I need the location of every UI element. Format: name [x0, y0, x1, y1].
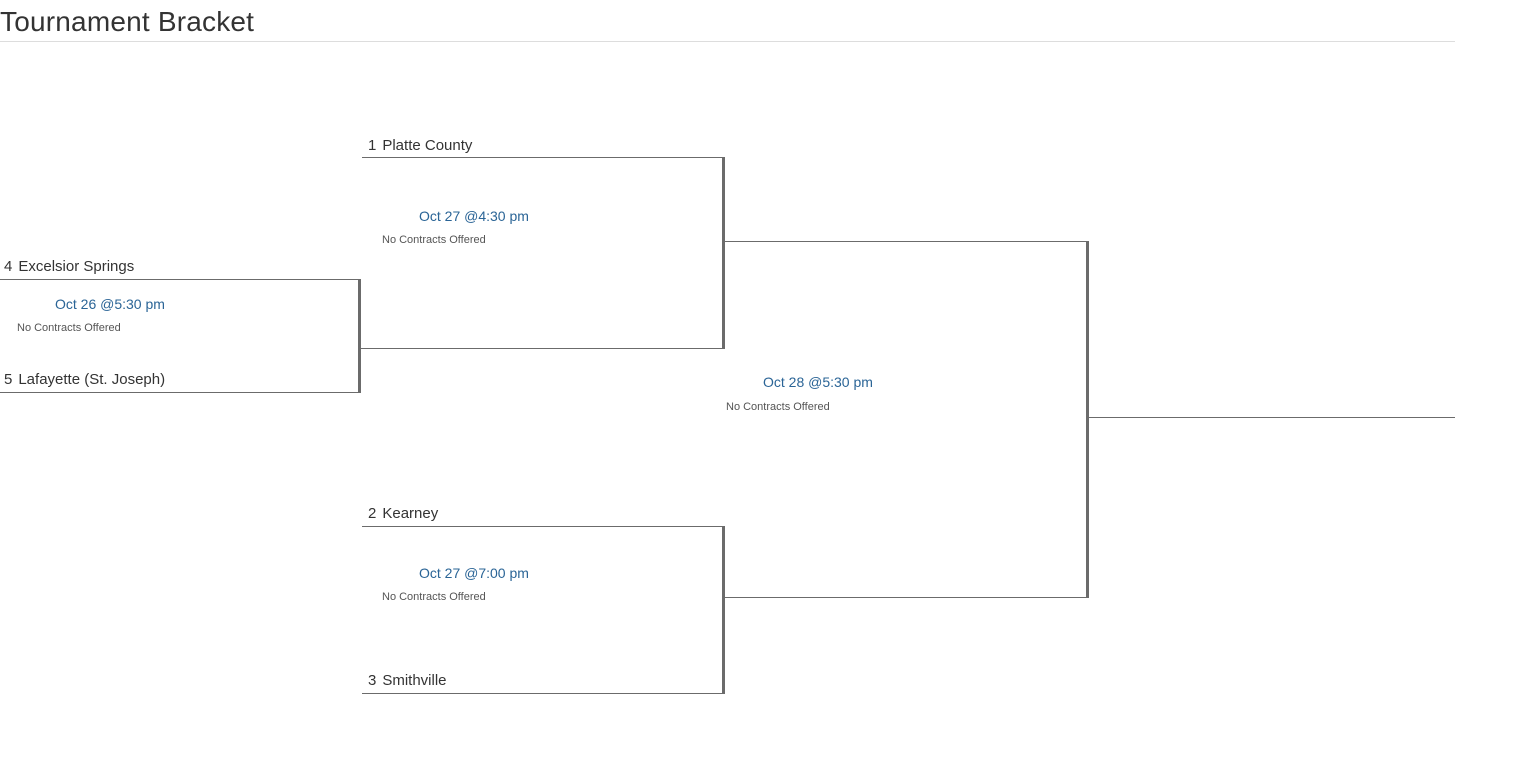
game-date-link[interactable]: Oct 28 @5:30 pm [763, 374, 873, 390]
game-date-link[interactable]: Oct 27 @7:00 pm [419, 565, 529, 581]
team-slot-excelsior-springs: 4 Excelsior Springs [4, 258, 134, 276]
team-seed: 2 [368, 505, 377, 522]
team-name: Smithville [382, 672, 447, 689]
game-date-link[interactable]: Oct 26 @5:30 pm [55, 296, 165, 312]
bracket-connector [722, 157, 725, 349]
champion-line [1088, 417, 1455, 418]
bracket-line [724, 597, 1087, 598]
bracket-line [0, 279, 359, 280]
team-name: Lafayette (St. Joseph) [18, 371, 166, 388]
bracket-connector [358, 279, 361, 393]
page-title: Tournament Bracket [0, 6, 255, 37]
game-contracts-note: No Contracts Offered [382, 234, 486, 246]
game-contracts-note: No Contracts Offered [726, 401, 830, 413]
team-name: Platte County [382, 137, 473, 154]
team-slot-smithville: 3 Smithville [368, 672, 447, 690]
bracket-line [362, 693, 723, 694]
game-date-link[interactable]: Oct 27 @4:30 pm [419, 208, 529, 224]
bracket-connector [722, 526, 725, 694]
title-divider [0, 41, 1455, 42]
bracket-line [0, 392, 359, 393]
team-slot-kearney: 2 Kearney [368, 505, 438, 523]
bracket-line [362, 526, 723, 527]
game-contracts-note: No Contracts Offered [17, 322, 121, 334]
team-slot-platte-county: 1 Platte County [368, 137, 472, 155]
game-contracts-note: No Contracts Offered [382, 591, 486, 603]
team-name: Excelsior Springs [18, 258, 135, 275]
team-seed: 1 [368, 137, 377, 154]
team-seed: 4 [4, 258, 13, 275]
bracket-line [724, 241, 1087, 242]
team-seed: 5 [4, 371, 13, 388]
bracket-connector [1086, 241, 1089, 598]
team-name: Kearney [382, 505, 439, 522]
bracket-line [360, 348, 723, 349]
bracket-line [362, 157, 723, 158]
team-seed: 3 [368, 672, 377, 689]
team-slot-lafayette: 5 Lafayette (St. Joseph) [4, 371, 165, 389]
